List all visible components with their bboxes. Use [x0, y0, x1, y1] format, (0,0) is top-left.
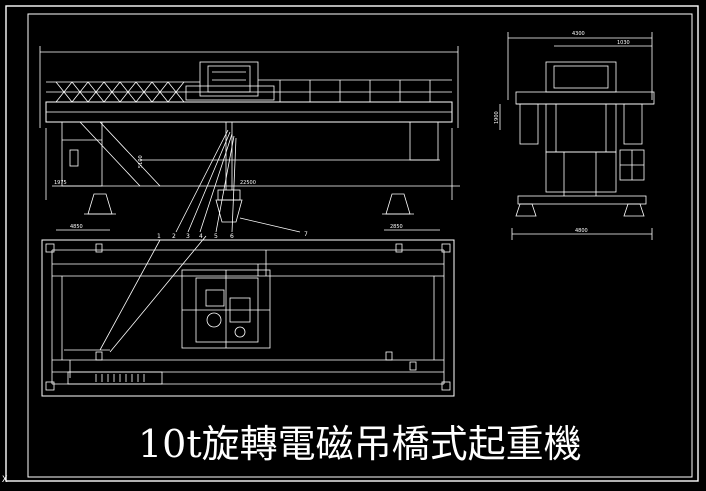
dim-front-small: 1975: [54, 180, 67, 186]
part-number: 3: [186, 233, 190, 240]
dim-side-base: 4800: [575, 228, 588, 234]
plan-wheels: [45, 243, 451, 391]
dim-side-sub: 1030: [617, 40, 630, 46]
dim-front-span: 22500: [240, 180, 256, 186]
part-number: 1: [157, 233, 161, 240]
part-labels: 1 2 3 4 5 6 7: [157, 231, 308, 240]
dim-side-height: 1900: [494, 111, 500, 124]
part-number: 7: [304, 231, 308, 238]
drawing-title: 10t旋轉電磁吊橋式起重機: [138, 422, 582, 466]
truss-left: [55, 81, 185, 103]
dim-front-height: 5100: [138, 155, 144, 168]
railing-right: [279, 80, 431, 102]
side-elevation: [499, 32, 655, 240]
dimension-labels: 4300 1030 22500 4850 2850 1975 4800 5100…: [54, 31, 630, 234]
part-number: 5: [214, 233, 218, 240]
outer-frame: [5, 5, 699, 482]
dim-front-left: 4850: [70, 224, 83, 230]
part-number: 6: [230, 233, 234, 240]
part-number: 4: [199, 233, 203, 240]
dim-side-overall: 4300: [572, 31, 585, 37]
front-elevation: [39, 46, 460, 233]
corner-mark: X: [2, 475, 8, 485]
grille: [95, 374, 145, 382]
inner-frame: [27, 13, 693, 478]
part-number: 2: [172, 233, 176, 240]
dim-front-right: 2850: [390, 224, 403, 230]
plan-view: [41, 235, 455, 397]
